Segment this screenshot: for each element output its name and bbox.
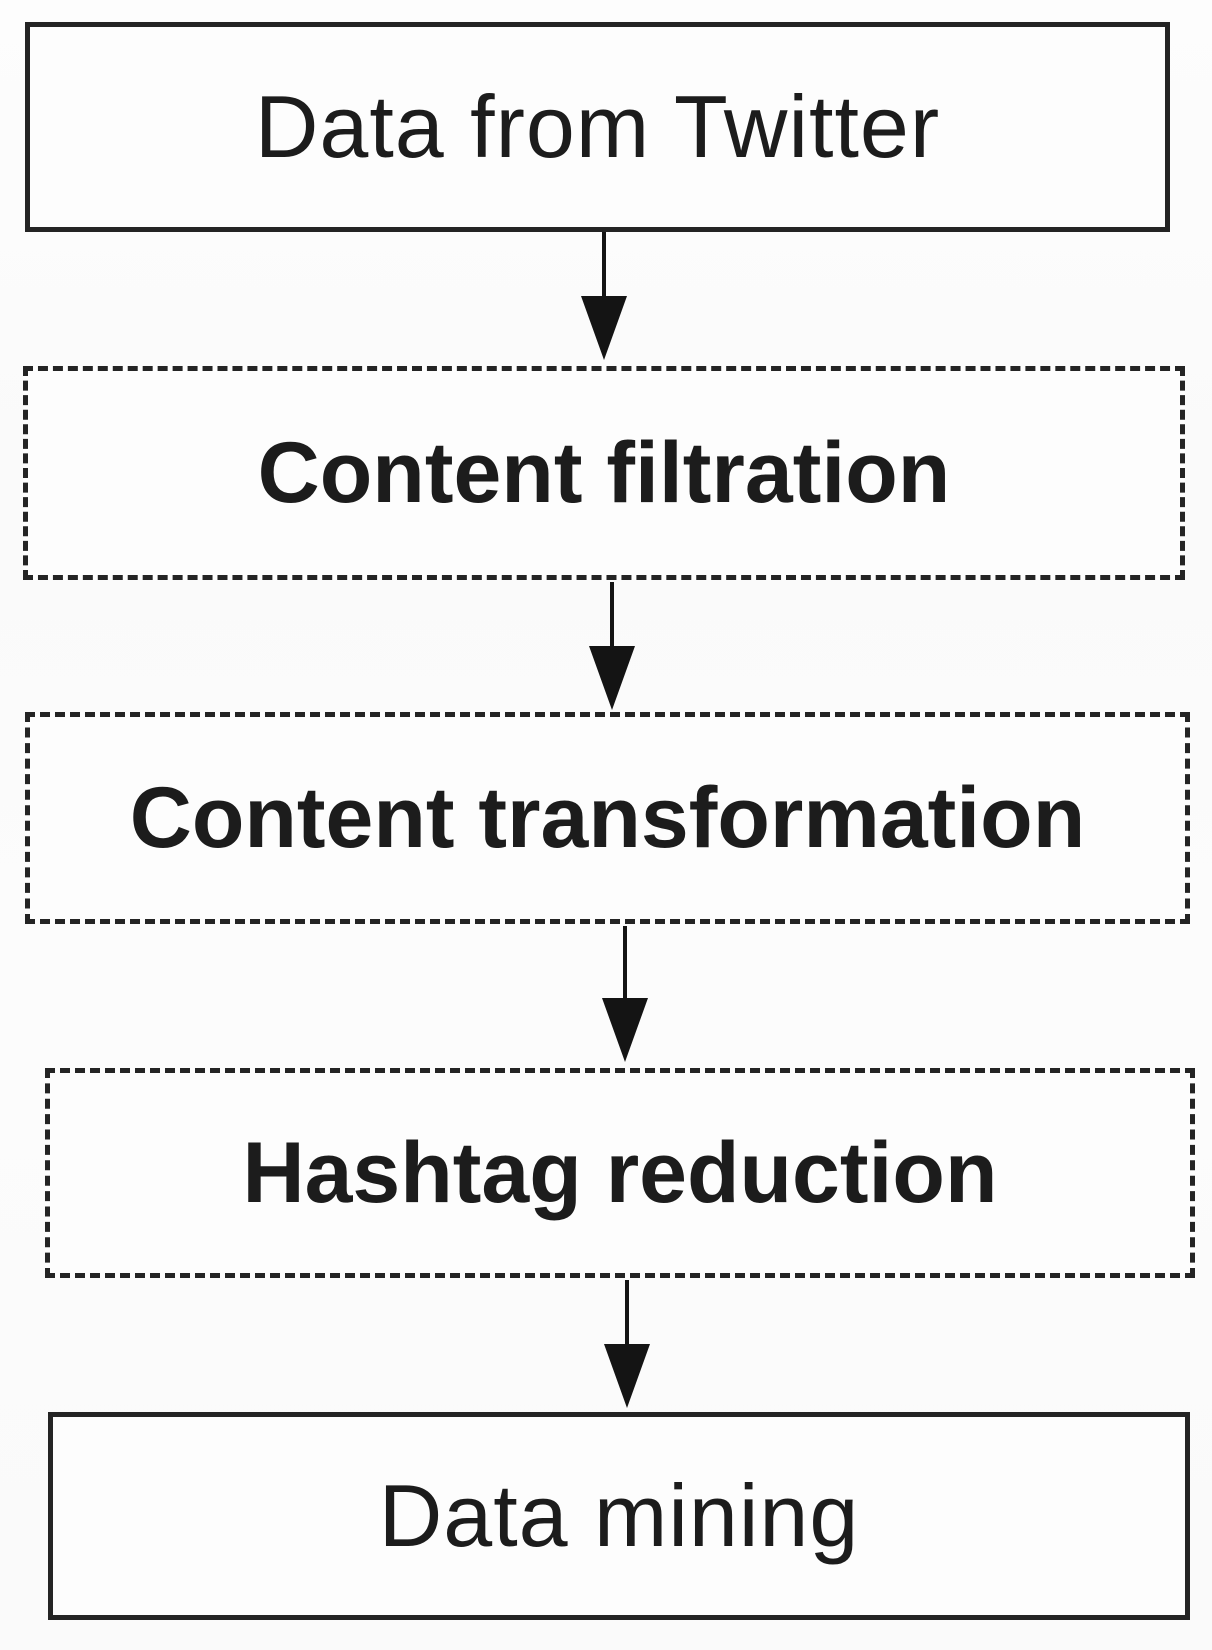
flow-arrow [580, 232, 628, 360]
arrow-down-icon [589, 646, 635, 710]
arrow-down-icon [602, 998, 648, 1062]
node-data-mining: Data mining [48, 1412, 1190, 1620]
node-data-from-twitter: Data from Twitter [25, 22, 1170, 232]
arrow-down-icon [581, 296, 627, 360]
arrow-stem [610, 582, 614, 646]
flow-arrow [601, 926, 649, 1062]
flow-arrow [588, 582, 636, 710]
arrow-stem [623, 926, 627, 998]
node-label: Data mining [378, 1465, 860, 1565]
arrow-down-icon [604, 1344, 650, 1408]
node-label: Content transformation [129, 769, 1086, 866]
node-hashtag-reduction: Hashtag reduction [45, 1068, 1195, 1278]
node-content-transformation: Content transformation [25, 712, 1190, 924]
node-content-filtration: Content filtration [23, 366, 1185, 580]
arrow-stem [625, 1280, 629, 1344]
flow-arrow [603, 1280, 651, 1408]
node-label: Hashtag reduction [242, 1124, 998, 1221]
node-label: Content filtration [257, 424, 951, 521]
node-label: Data from Twitter [254, 76, 941, 176]
arrow-stem [602, 232, 606, 296]
